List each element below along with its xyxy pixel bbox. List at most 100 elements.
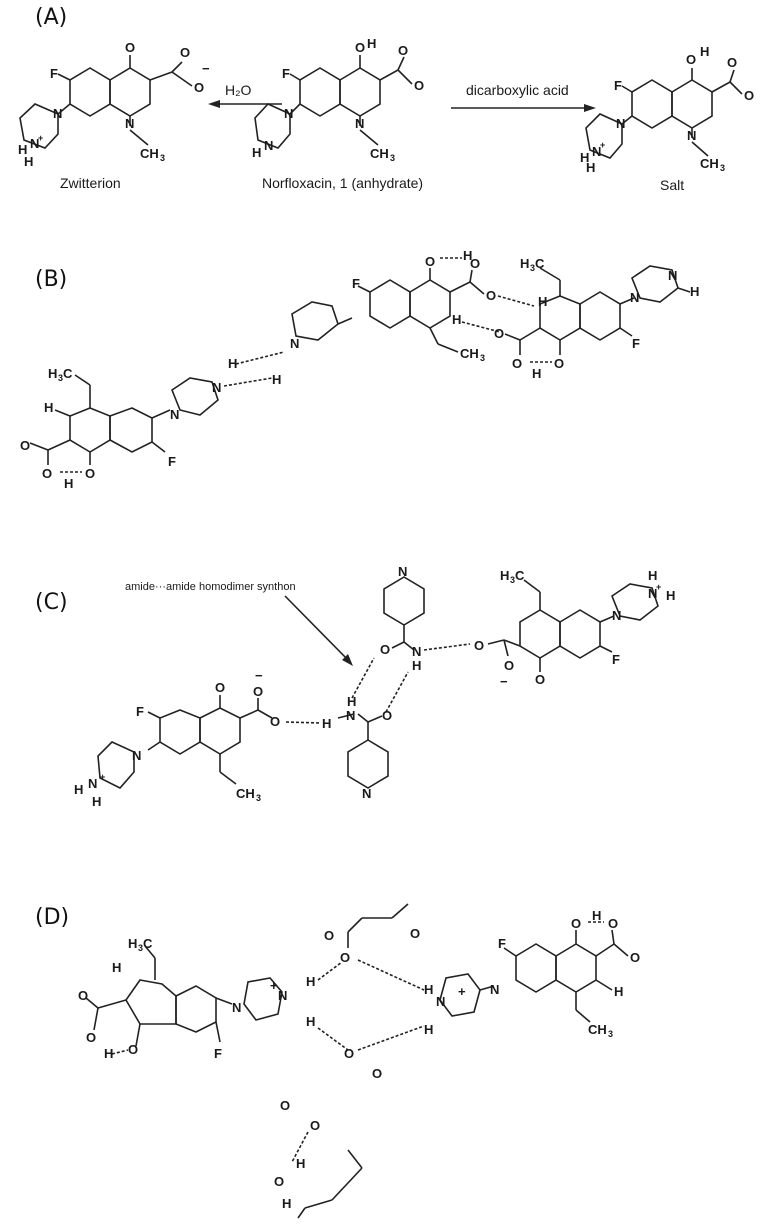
svg-text:O: O <box>744 88 754 103</box>
svg-text:H: H <box>424 1022 433 1037</box>
svg-text:H: H <box>322 716 331 731</box>
svg-text:F: F <box>632 336 640 351</box>
svg-text:O: O <box>410 926 420 941</box>
svg-text:O: O <box>608 916 618 931</box>
water-label: H₂O <box>225 82 252 98</box>
svg-text:N: N <box>616 116 625 131</box>
svg-text:O: O <box>180 45 190 60</box>
svg-text:O: O <box>310 1118 320 1133</box>
svg-text:+: + <box>100 772 105 782</box>
svg-text:O: O <box>274 1174 284 1189</box>
svg-text:O: O <box>380 642 390 657</box>
svg-text:H: H <box>272 372 281 387</box>
panel-a-label: (A) <box>35 5 68 30</box>
norfloxacin-caption: Norfloxacin, 1 (anhydrate) <box>262 175 423 191</box>
svg-text:O: O <box>398 43 408 58</box>
svg-text:N: N <box>355 116 364 131</box>
cocrystal-amide-synthon: amide···amide homodimer synthon O O − O … <box>74 564 675 809</box>
svg-text:H: H <box>228 356 237 371</box>
svg-text:H: H <box>74 782 83 797</box>
molecule-right <box>504 265 691 363</box>
svg-text:H: H <box>252 145 261 160</box>
svg-text:O: O <box>344 1046 354 1061</box>
svg-text:C: C <box>535 256 545 271</box>
svg-text:N: N <box>125 116 134 131</box>
svg-text:O: O <box>42 466 52 481</box>
svg-text:N: N <box>264 138 273 153</box>
svg-text:H: H <box>48 366 57 381</box>
svg-text:O: O <box>128 1042 138 1057</box>
svg-text:CH: CH <box>370 146 389 161</box>
svg-text:+: + <box>270 978 278 993</box>
isonicotinamide-dimer <box>337 576 471 789</box>
hydrogen-bond <box>285 721 321 724</box>
svg-text:H: H <box>282 1196 291 1211</box>
svg-text:O: O <box>85 466 95 481</box>
svg-text:O: O <box>253 684 263 699</box>
svg-text:O: O <box>425 254 435 269</box>
svg-text:F: F <box>50 66 58 81</box>
svg-text:O: O <box>382 708 392 723</box>
svg-text:O: O <box>474 638 484 653</box>
molecule-left <box>29 374 219 473</box>
hydrogen-bond <box>223 377 273 387</box>
svg-text:H: H <box>412 658 421 673</box>
panel-d-label: (D) <box>35 905 70 930</box>
svg-text:CH: CH <box>236 786 255 801</box>
svg-text:H: H <box>666 588 675 603</box>
hydrogen-bond <box>497 295 535 307</box>
norfloxacin-cation-right <box>439 921 629 1023</box>
svg-text:H: H <box>306 1014 315 1029</box>
svg-text:N: N <box>284 106 293 121</box>
svg-text:O: O <box>470 256 480 271</box>
svg-text:N: N <box>687 128 696 143</box>
svg-text:N: N <box>592 144 601 159</box>
svg-text:N: N <box>232 1000 241 1015</box>
hydrogen-bond <box>235 351 285 365</box>
svg-text:F: F <box>498 936 506 951</box>
svg-text:O: O <box>535 672 545 687</box>
svg-text:H: H <box>296 1156 305 1171</box>
svg-text:H: H <box>24 154 33 169</box>
svg-text:N: N <box>490 982 499 997</box>
svg-text:H: H <box>347 694 356 709</box>
svg-text:−: − <box>255 668 263 683</box>
svg-text:F: F <box>614 78 622 93</box>
svg-text:3: 3 <box>160 153 165 163</box>
svg-text:H: H <box>452 312 461 327</box>
svg-text:O: O <box>340 950 350 965</box>
svg-text:N: N <box>612 608 621 623</box>
svg-text:H: H <box>463 248 472 263</box>
svg-text:CH: CH <box>460 346 479 361</box>
svg-text:O: O <box>372 1066 382 1081</box>
annotation-arrow <box>284 595 351 663</box>
synthon-annotation: amide···amide homodimer synthon <box>125 581 296 593</box>
panel-b-label: (B) <box>35 267 68 292</box>
svg-text:H: H <box>500 568 509 583</box>
svg-text:N: N <box>346 708 355 723</box>
svg-text:C: C <box>515 568 525 583</box>
svg-text:3: 3 <box>608 1029 613 1039</box>
svg-text:F: F <box>352 276 360 291</box>
svg-text:N: N <box>170 407 179 422</box>
svg-text:H: H <box>92 794 101 809</box>
hydrogen-bond <box>461 321 501 333</box>
svg-text:3: 3 <box>138 943 143 953</box>
svg-text:N: N <box>630 290 639 305</box>
svg-text:N: N <box>132 748 141 763</box>
svg-text:+: + <box>656 582 661 592</box>
svg-text:F: F <box>612 652 620 667</box>
panel-c-label: (C) <box>35 590 68 615</box>
svg-text:+: + <box>600 140 605 150</box>
dicarboxylic-acid-label: dicarboxylic acid <box>466 82 569 98</box>
svg-text:F: F <box>168 454 176 469</box>
svg-text:−: − <box>202 61 210 76</box>
norfloxacin-anion-left <box>97 695 273 789</box>
svg-text:N: N <box>88 776 97 791</box>
svg-text:H: H <box>648 568 657 583</box>
svg-text:3: 3 <box>510 575 515 585</box>
svg-text:O: O <box>571 916 581 931</box>
svg-text:O: O <box>215 680 225 695</box>
